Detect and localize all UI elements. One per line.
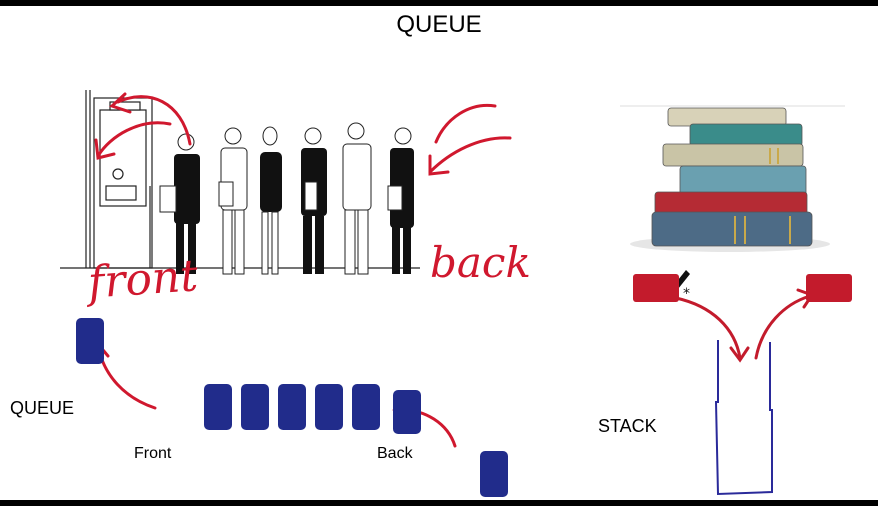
queue-label: QUEUE [10, 398, 75, 418]
queue-dequeued-card [76, 318, 104, 364]
stack-push-item [633, 274, 679, 302]
queue-card-back [393, 390, 421, 434]
queue-enqueued-card [480, 451, 508, 497]
stack-label: STACK [598, 416, 657, 436]
queue-card [352, 384, 380, 430]
back-label: Back [377, 445, 413, 462]
stack-pop-item [806, 274, 852, 302]
handwritten-back-label: back [430, 238, 531, 287]
queue-card [241, 384, 269, 430]
stack-of-books-image [620, 105, 845, 252]
queue-card [204, 384, 232, 430]
handwritten-front-label: front [86, 250, 200, 309]
queue-of-people-cartoon [60, 90, 420, 275]
svg-text:*: * [683, 286, 690, 302]
front-label: Front [134, 445, 172, 462]
queue-card [315, 384, 343, 430]
slide: QUEUE [0, 6, 878, 500]
page-title: QUEUE [396, 11, 482, 38]
queue-card [278, 384, 306, 430]
